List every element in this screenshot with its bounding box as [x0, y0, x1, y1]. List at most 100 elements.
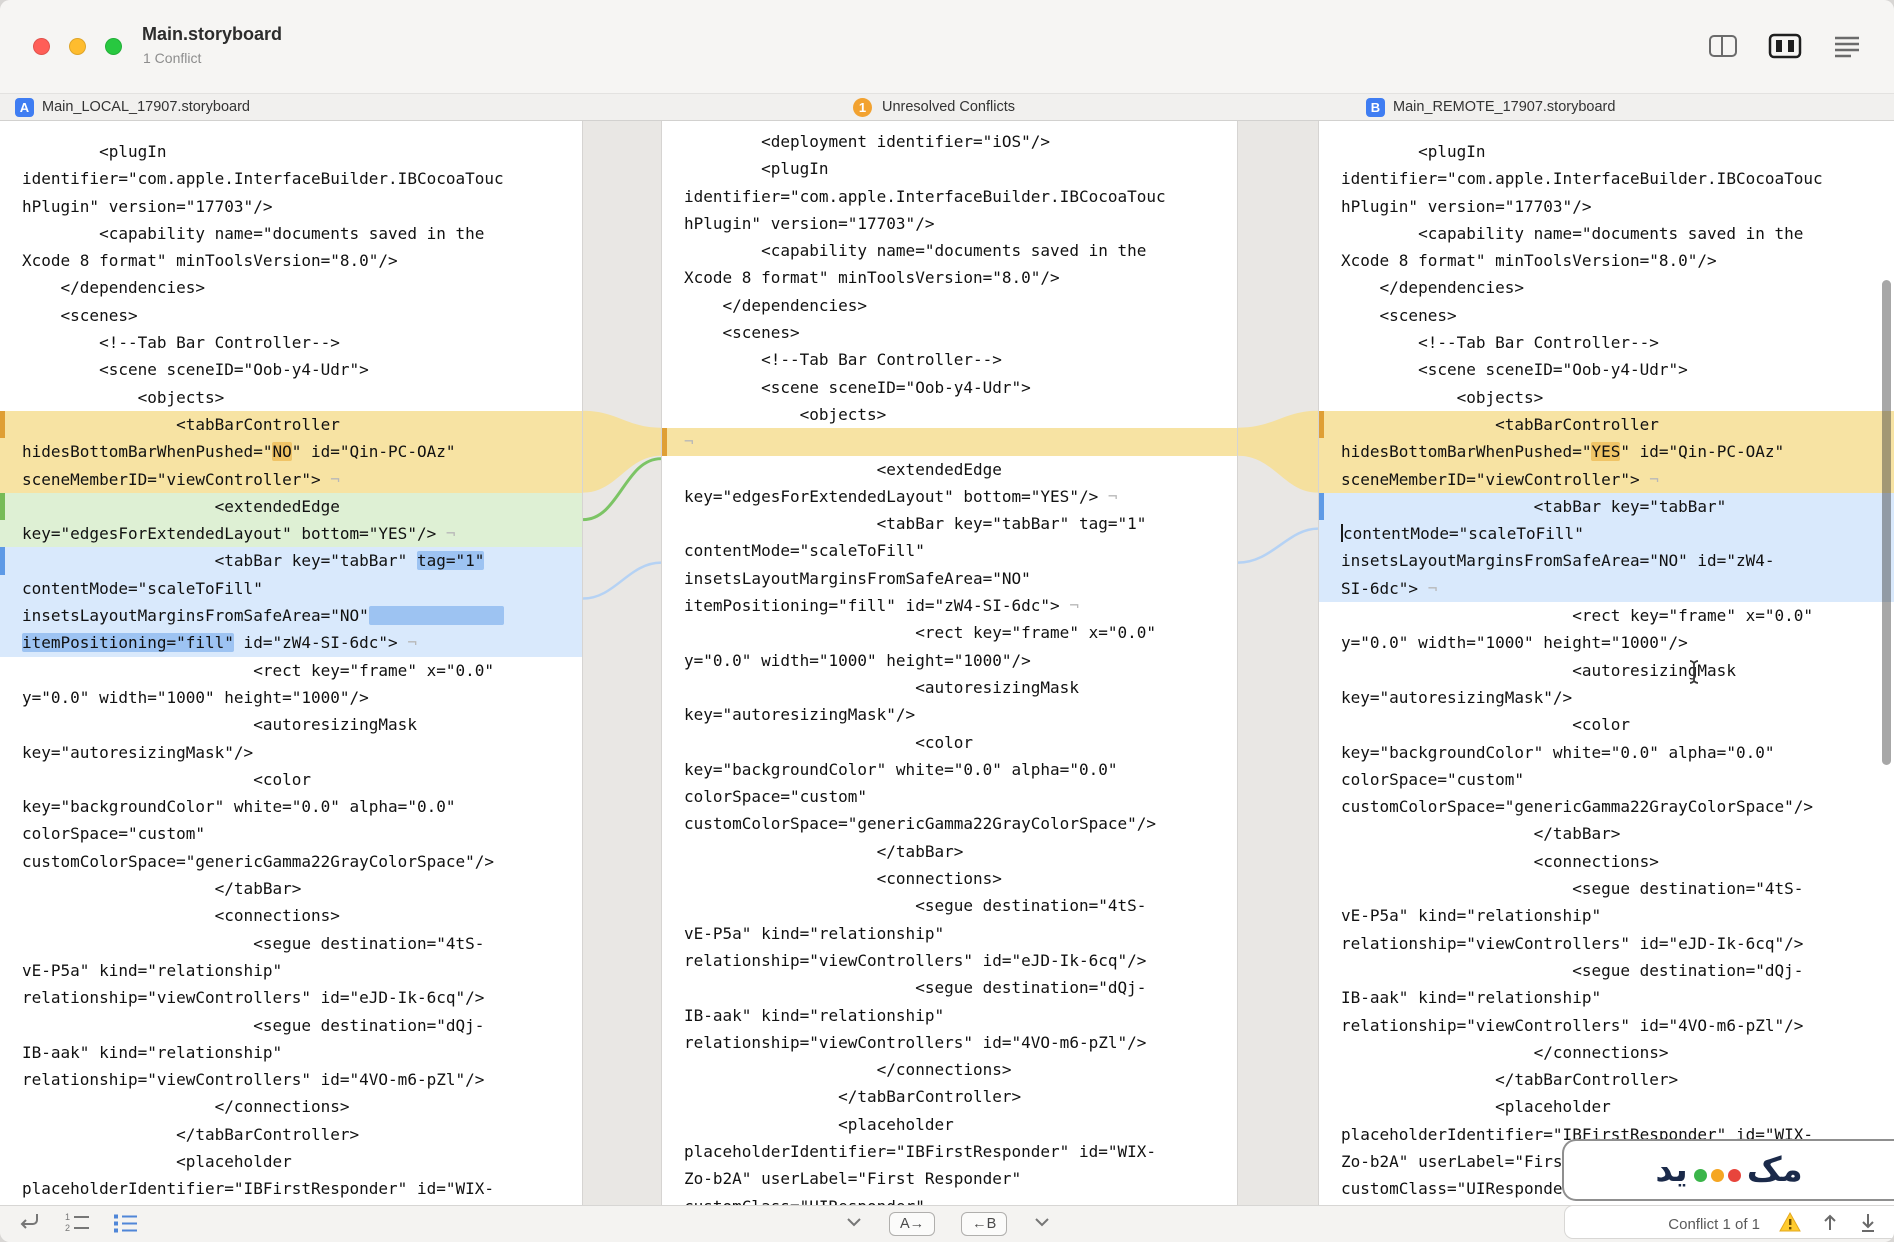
code-line: Xcode 8 format" minToolsVersion="8.0"/>: [22, 251, 398, 271]
code-line: </connections>: [1341, 1042, 1669, 1062]
code-line: <connections>: [1341, 851, 1659, 871]
code-line: <objects>: [22, 387, 225, 407]
code-line: <capability name="documents saved in the: [1341, 223, 1804, 243]
right-conflict-connectors: [1238, 410, 1318, 564]
code-line: <capability name="documents saved in the: [22, 223, 485, 243]
code-line: <objects>: [684, 404, 887, 424]
chevron-down-icon[interactable]: [845, 1215, 863, 1233]
code-line: vE-P5a" kind="relationship": [1341, 906, 1602, 926]
local-file-name: Main_LOCAL_17907.storyboard: [42, 99, 250, 115]
code-line: <color: [1341, 715, 1630, 735]
code-line: <tabBarController: [0, 410, 582, 439]
code-line: </tabBarController>: [1341, 1070, 1679, 1090]
code-line: <segue destination="4tS-: [684, 896, 1147, 916]
close-window-button[interactable]: [33, 38, 50, 55]
code-line: </tabBarController>: [684, 1087, 1022, 1107]
code-line: key="autoresizingMask"/>: [684, 705, 916, 725]
code-line: <segue destination="dQj-: [1341, 960, 1804, 980]
vertical-scrollbar[interactable]: [1882, 280, 1891, 765]
editor-options-icon[interactable]: [1828, 30, 1866, 62]
titlebar: Main.storyboard 1 Conflict: [0, 0, 1894, 93]
code-line: <connections>: [684, 869, 1002, 889]
minimize-window-button[interactable]: [69, 38, 86, 55]
window-subtitle: 1 Conflict: [143, 50, 202, 66]
code-line: hPlugin" version="17703"/>: [684, 213, 935, 233]
previous-conflict-icon[interactable]: [1820, 1211, 1840, 1238]
code-line: insetsLayoutMarginsFromSafeArea="NO": [0, 602, 582, 630]
code-line: <rect key="frame" x="0.0": [1341, 606, 1814, 626]
left-conflict-connectors: [583, 410, 661, 600]
code-line: </tabBarController>: [22, 1124, 360, 1144]
code-line: colorSpace="custom": [22, 824, 206, 844]
code-line: relationship="viewControllers" id="eJD-I…: [22, 988, 485, 1008]
code-line: <plugIn: [1341, 142, 1486, 161]
code-line: <tabBarController: [1319, 410, 1894, 439]
code-line: relationship="viewControllers" id="4VO-m…: [1341, 1015, 1804, 1035]
code-line: customClass="UIResponder": [1341, 1179, 1582, 1199]
remote-file-name: Main_REMOTE_17907.storyboard: [1393, 99, 1616, 115]
code-line: hidesBottomBarWhenPushed="YES" id="Qin-P…: [1319, 438, 1894, 466]
code-line: IB-aak" kind="relationship": [1341, 988, 1602, 1008]
code-line: <tabBar key="tabBar" tag="1": [0, 547, 582, 576]
jump-back-icon[interactable]: [16, 1211, 42, 1238]
code-line: vE-P5a" kind="relationship": [22, 960, 283, 980]
code-line: <objects>: [1341, 387, 1544, 407]
file-header-row: A Main_LOCAL_17907.storyboard 1 Unresolv…: [0, 93, 1894, 121]
code-line: </tabBar>: [684, 841, 964, 861]
code-line: ¬: [662, 428, 1237, 456]
code-line: <!--Tab Bar Controller-->: [684, 350, 1002, 370]
conflict-editor-icon[interactable]: [1766, 30, 1804, 62]
zoom-window-button[interactable]: [105, 38, 122, 55]
code-line: key="backgroundColor" white="0.0" alpha=…: [684, 759, 1118, 779]
take-remote-button[interactable]: ←B: [961, 1212, 1008, 1236]
code-line: <placeholder: [1341, 1097, 1611, 1117]
code-line: <extendedEdge: [0, 492, 582, 521]
conflict-status: Conflict 1 of 1: [1668, 1215, 1760, 1233]
code-line: key="backgroundColor" white="0.0" alpha=…: [1341, 742, 1775, 762]
code-line: contentMode="scaleToFill": [1319, 520, 1894, 548]
next-conflict-icon[interactable]: [1858, 1211, 1878, 1238]
code-line: key="autoresizingMask"/>: [1341, 687, 1573, 707]
code-line: relationship="viewControllers" id="eJD-I…: [1341, 933, 1804, 953]
code-line: itemPositioning="fill" id="zW4-SI-6dc"> …: [684, 596, 1079, 616]
code-line: <scene sceneID="Oob-y4-Udr">: [1341, 360, 1688, 380]
code-line: key="edgesForExtendedLayout" bottom="YES…: [684, 486, 1118, 506]
code-line: vE-P5a" kind="relationship": [684, 923, 945, 943]
take-local-button[interactable]: A→: [889, 1212, 936, 1236]
code-line: relationship="viewControllers" id="4VO-m…: [684, 1032, 1147, 1052]
code-line: contentMode="scaleToFill": [0, 574, 582, 603]
code-line: colorSpace="custom": [1341, 769, 1525, 789]
code-line: customColorSpace="genericGamma22GrayColo…: [22, 851, 495, 871]
code-line: </tabBar>: [22, 879, 302, 899]
code-line: <rect key="frame" x="0.0": [684, 623, 1157, 643]
unresolved-conflicts-label: Unresolved Conflicts: [882, 99, 1015, 115]
code-line: <!--Tab Bar Controller-->: [22, 333, 340, 353]
code-line: <deployment identifier="iOS"/>: [684, 132, 1051, 151]
split-editor-icon[interactable]: [1704, 30, 1742, 62]
svg-text:1: 1: [65, 1212, 70, 1222]
code-line: key="autoresizingMask"/>: [22, 742, 254, 762]
code-line: <scenes>: [684, 323, 800, 343]
merge-editor: <plugIn identifier="com.apple.InterfaceBu…: [0, 121, 1894, 1205]
code-line: <capability name="documents saved in the: [684, 241, 1147, 261]
watermark-text-right: مک: [1746, 1150, 1803, 1190]
code-line: colorSpace="custom": [684, 787, 868, 807]
code-line: <segue destination="dQj-: [684, 978, 1147, 998]
code-line: </connections>: [22, 1097, 350, 1117]
code-line: <connections>: [22, 906, 340, 926]
code-line: Xcode 8 format" minToolsVersion="8.0"/>: [1341, 251, 1717, 271]
conflict-list-icon[interactable]: [112, 1211, 138, 1238]
chevron-down-icon[interactable]: [1033, 1215, 1051, 1233]
code-line: contentMode="scaleToFill": [684, 541, 925, 561]
code-line: identifier="com.apple.InterfaceBuilder.I…: [22, 169, 504, 189]
numbered-list-icon[interactable]: 1 2: [64, 1211, 90, 1238]
code-line: Zo-b2A" userLabel="First Responder": [684, 1169, 1022, 1189]
code-line: customColorSpace="genericGamma22GrayColo…: [684, 814, 1157, 834]
code-line: <segue destination="dQj-: [22, 1015, 485, 1035]
traffic-lights: [33, 38, 122, 55]
code-line: <extendedEdge: [684, 459, 1002, 479]
